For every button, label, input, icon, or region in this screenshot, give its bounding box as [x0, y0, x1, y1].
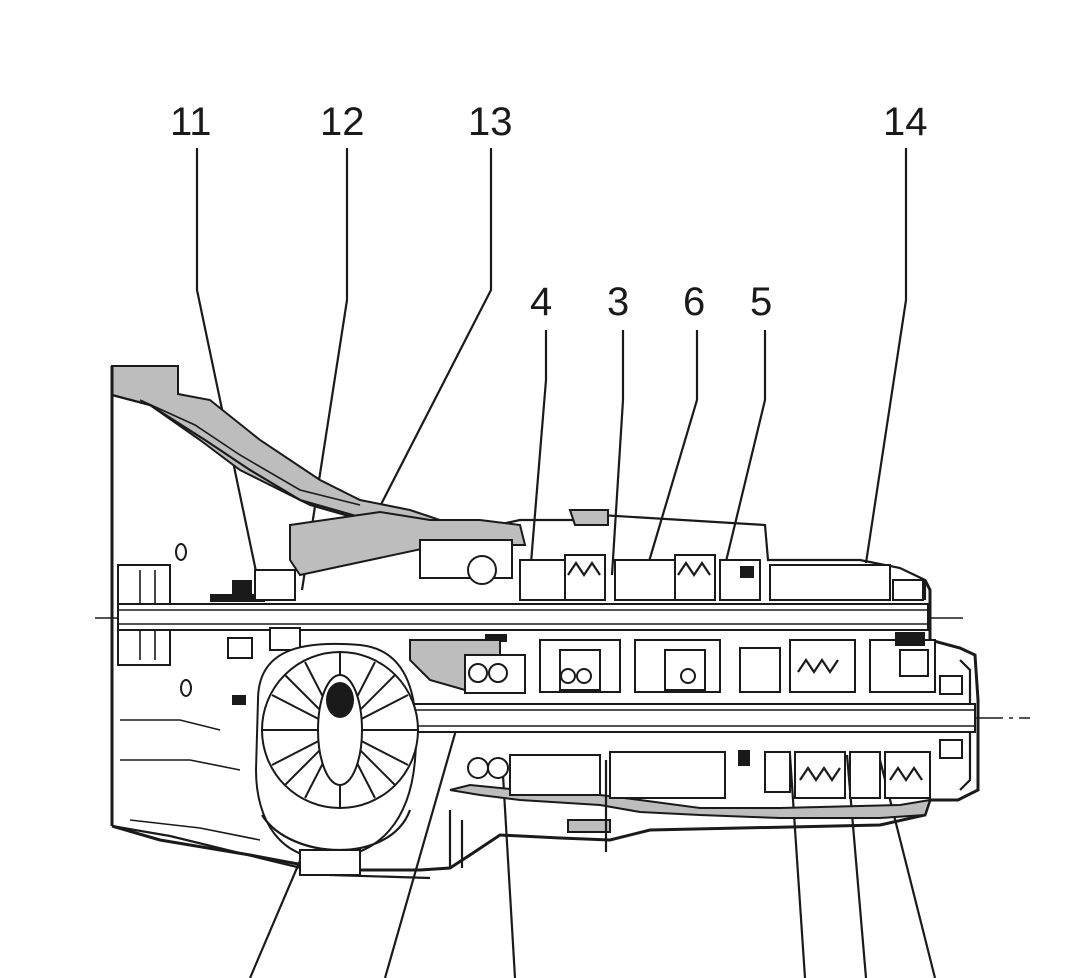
callout-6: 6 [683, 280, 705, 324]
middle-gear-row [409, 632, 936, 694]
callout-13: 13 [468, 100, 513, 144]
input-shaft [117, 569, 929, 651]
differential-assembly [254, 642, 419, 876]
output-shaft [394, 703, 976, 733]
callout-12: 12 [320, 100, 365, 144]
upper-gear-cluster [519, 554, 924, 601]
callout-3: 3 [607, 280, 629, 324]
bell-housing-interior [117, 543, 253, 771]
callout-5: 5 [750, 280, 772, 324]
callout-11: 11 [170, 100, 212, 144]
callout-14: 14 [883, 100, 928, 144]
lower-gear-row [467, 750, 931, 799]
callout-4: 4 [530, 280, 552, 324]
leader-lines [195, 148, 937, 978]
